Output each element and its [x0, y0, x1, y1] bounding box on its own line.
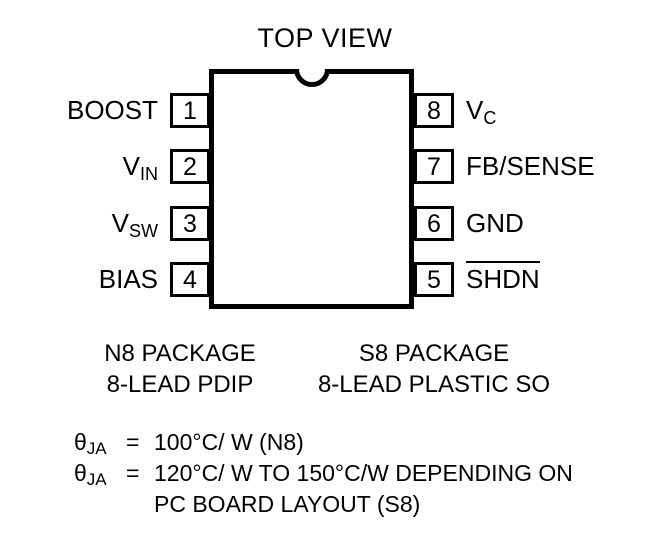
thermal-note-symbol-2: θJA	[74, 460, 107, 489]
thermal-note-symbol-1: θJA	[74, 429, 107, 458]
pin-box-1: 1	[170, 93, 210, 128]
pin-label-shdn: SHDN	[466, 261, 540, 294]
caption-s8-package: S8 PACKAGE 8-LEAD PLASTIC SO	[294, 338, 574, 400]
thermal-note-row-3: PC BOARD LAYOUT (S8)	[74, 490, 573, 518]
pin-label-bias: BIAS	[99, 264, 158, 294]
caption-n8-package: N8 PACKAGE 8-LEAD PDIP	[40, 338, 320, 400]
thermal-note-value-3: PC BOARD LAYOUT (S8)	[154, 491, 421, 517]
pin-label-vc-sub: C	[483, 108, 497, 128]
thermal-note-equals-2: =	[126, 460, 140, 486]
pin-label-vin-text: V	[122, 151, 140, 181]
pin-label-vsw-sub: SW	[129, 221, 158, 241]
caption-n8-line1: N8 PACKAGE	[104, 340, 256, 367]
thermal-note-value-2: 120°C/ W TO 150°C/W DEPENDING ON	[154, 460, 573, 486]
pin-label-gnd-text: GND	[466, 208, 524, 238]
pin-label-vsw-text: V	[111, 208, 129, 238]
pin-label-vc-text: V	[466, 95, 484, 125]
pin-box-7: 7	[414, 149, 454, 184]
pin-box-8: 8	[414, 93, 454, 128]
pin-label-vc: VC	[466, 95, 496, 128]
package-notch-icon	[294, 69, 330, 89]
pin-label-fbsense-text: FB/SENSE	[466, 151, 595, 181]
pin-label-fbsense: FB/SENSE	[466, 151, 595, 181]
pin-box-3: 3	[170, 206, 210, 241]
pin-label-vsw: VSW	[112, 208, 158, 241]
caption-s8-line1: S8 PACKAGE	[358, 340, 510, 367]
pin-label-gnd: GND	[466, 208, 524, 238]
caption-n8-line2: 8-LEAD PDIP	[106, 371, 254, 398]
package-body-outline	[209, 69, 414, 309]
pin-box-5: 5	[414, 262, 454, 297]
thermal-resistance-notes: θJA = 100°C/ W (N8) θJA = 120°C/ W TO 15…	[74, 428, 573, 518]
pin-label-vin: VIN	[123, 151, 158, 184]
thermal-note-row-1: θJA = 100°C/ W (N8)	[74, 428, 573, 459]
page-title: TOP VIEW	[257, 23, 393, 53]
thermal-note-value-1: 100°C/ W (N8)	[154, 429, 304, 455]
pin-label-boost-text: BOOST	[66, 95, 158, 125]
thermal-note-equals-1: =	[126, 429, 140, 455]
pin-label-vin-sub: IN	[140, 164, 158, 184]
pin-box-4: 4	[170, 262, 210, 297]
pin-label-shdn-text: SHDN	[466, 261, 540, 294]
pin-label-boost: BOOST	[67, 95, 158, 125]
caption-s8-line2: 8-LEAD PLASTIC SO	[317, 371, 551, 398]
pin-box-2: 2	[170, 149, 210, 184]
pin-label-bias-text: BIAS	[98, 264, 158, 294]
pin-box-6: 6	[414, 206, 454, 241]
thermal-note-row-2: θJA = 120°C/ W TO 150°C/W DEPENDING ON	[74, 459, 573, 490]
